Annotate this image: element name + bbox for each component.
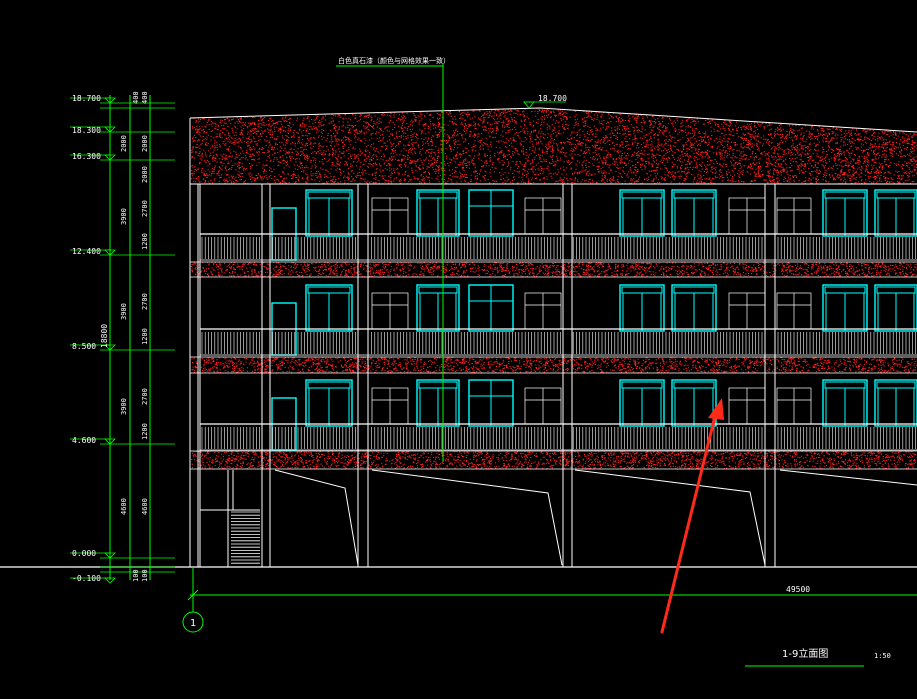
roof-elevation-label: 18.700: [538, 94, 567, 103]
ramp-line-1: [371, 469, 563, 566]
ramp-line-2: [574, 469, 766, 566]
window-1-8: [728, 292, 766, 330]
dim-inner-5: 2700: [141, 293, 149, 310]
window-0-6: [619, 189, 665, 237]
elevation-label-18700: 18.700: [72, 94, 101, 103]
ramp-line-0: [274, 469, 359, 566]
window-2-9: [776, 387, 812, 425]
dim-inner-9: 4600: [141, 498, 149, 515]
window-1-6: [619, 284, 665, 332]
window-2-7: [671, 379, 717, 427]
dim-small-bottom-a: 100: [132, 569, 140, 582]
dim-outer-1: 2000: [120, 135, 128, 152]
axis-bubble: [182, 611, 204, 633]
window-0-4: [468, 189, 514, 237]
dim-inner-7: 2700: [141, 388, 149, 405]
window-0-2: [371, 197, 409, 235]
window-1-3: [416, 284, 460, 332]
elevation-label-0000: 0.000: [72, 549, 96, 558]
dim-inner-8: 1200: [141, 423, 149, 440]
window-1-1: [305, 284, 353, 332]
dim-inner-4: 1200: [141, 233, 149, 250]
window-2-6: [619, 379, 665, 427]
dim-outer-4: 3900: [120, 398, 128, 415]
window-2-8: [728, 387, 766, 425]
dim-inner-1: 2000: [141, 135, 149, 152]
window-1-4: [468, 284, 514, 332]
dim-outer-5: 4600: [120, 498, 128, 515]
ramp-line-3: [779, 469, 917, 486]
roof-line: [189, 107, 917, 133]
hatch-layer: [191, 107, 917, 470]
window-1-9: [776, 292, 812, 330]
window-2-4: [468, 379, 514, 427]
window-2-2: [371, 387, 409, 425]
railing-layer: [200, 233, 917, 451]
dim-inner-6: 1200: [141, 328, 149, 345]
window-0-11: [874, 189, 917, 237]
window-2-10: [822, 379, 868, 427]
window-layer: [271, 189, 917, 451]
window-1-11: [874, 284, 917, 332]
railing-0: [200, 233, 917, 261]
window-2-1: [305, 379, 353, 427]
hatch-band: [191, 261, 917, 278]
dim-inner-2: 2000: [141, 166, 149, 183]
annotation-arrow: [660, 398, 724, 634]
total-dimension-label: 49500: [786, 585, 810, 594]
hatch-band: [191, 450, 917, 470]
window-2-5: [524, 387, 562, 425]
dim-total-vertical: 18800: [100, 324, 109, 348]
railing-2: [200, 423, 917, 451]
axis-label: 1: [190, 618, 196, 629]
dim-outer-2: 3900: [120, 208, 128, 225]
window-0-10: [822, 189, 868, 237]
elevation-label-16300: 16.300: [72, 152, 101, 161]
window-0-3: [416, 189, 460, 237]
hatch-band: [191, 356, 917, 374]
railing-1: [200, 328, 917, 356]
elevation-label-12400: 12.400: [72, 247, 101, 256]
window-0-8: [728, 197, 766, 235]
hatch-band: [191, 107, 917, 185]
window-1-2: [371, 292, 409, 330]
dimension-lines: [70, 64, 917, 612]
elevation-label-minus0100: -0.100: [72, 574, 101, 583]
leader-note: 白色真石漆（颜色与网格效果一致）: [338, 56, 450, 65]
window-0-5: [524, 197, 562, 235]
window-2-11: [874, 379, 917, 427]
building-outline: [0, 107, 917, 568]
elevation-label-8500: 8.500: [72, 342, 96, 351]
window-0-9: [776, 197, 812, 235]
elevation-label-4600: 4.600: [72, 436, 96, 445]
dim-inner-3: 2700: [141, 200, 149, 217]
dim-small-bottom-b: 100: [141, 569, 149, 582]
elevation-label-18300: 18.300: [72, 126, 101, 135]
dim-small-top-a: 400: [132, 91, 140, 104]
dim-slash: [187, 589, 199, 601]
roof-elevation-marker: [523, 101, 535, 109]
window-0-1: [305, 189, 353, 237]
dim-outer-3: 3900: [120, 303, 128, 320]
window-1-7: [671, 284, 717, 332]
window-1-10: [822, 284, 868, 332]
dim-small-top-b: 400: [141, 91, 149, 104]
drawing-scale: 1:50: [874, 652, 891, 660]
window-2-3: [416, 379, 460, 427]
window-0-7: [671, 189, 717, 237]
dimension-layer: [70, 64, 917, 612]
window-1-5: [524, 292, 562, 330]
drawing-title: 1-9立面图: [782, 647, 828, 660]
